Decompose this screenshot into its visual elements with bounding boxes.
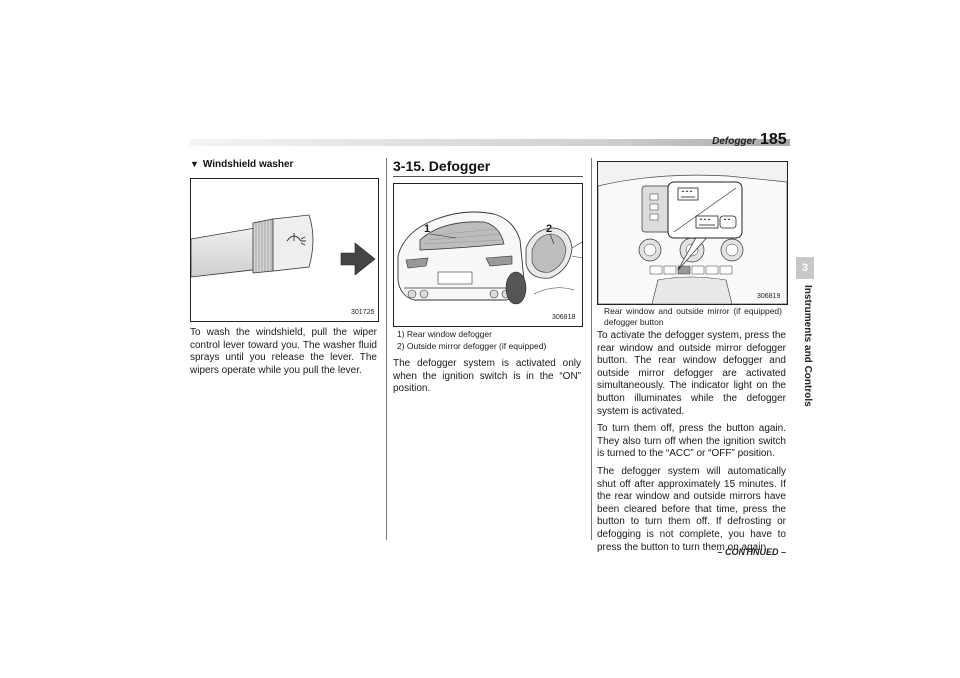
- figure-caption: Rear window and outside mirror (if equip…: [604, 306, 782, 327]
- subheading-marker: ▼: [190, 159, 199, 169]
- column-divider: [591, 158, 592, 540]
- car-rear-illustration: [397, 211, 582, 305]
- legend-item: 2) Outside mirror defogger (if equipped): [397, 340, 547, 351]
- paragraph: The defogger system is activated only wh…: [393, 358, 581, 395]
- continued-marker: – CONTINUED –: [717, 547, 786, 557]
- subheading-text: Windshield washer: [202, 159, 294, 170]
- wiper-lever-illustration: [191, 214, 376, 278]
- paragraph: To wash the windshield, pull the wiper c…: [190, 327, 377, 376]
- figure-number: 306819: [757, 293, 781, 300]
- paragraph: To turn them off, press the button again…: [597, 423, 786, 460]
- paragraph: The defogger system will automatically s…: [597, 465, 786, 553]
- chapter-tab: 3: [796, 257, 814, 279]
- figure-number: 301725: [351, 309, 375, 316]
- wiper-lever-figure: 301725: [190, 178, 379, 322]
- callout-1: 1: [424, 223, 431, 235]
- section-heading: 3-15. Defogger: [393, 158, 491, 174]
- subheading: ▼Windshield washer: [190, 159, 293, 170]
- washer-instructions: To wash the windshield, pull the wiper c…: [190, 327, 377, 382]
- legend-item: 1) Rear window defogger: [397, 329, 492, 339]
- figure-number: 306818: [552, 314, 576, 321]
- header-bar: [190, 139, 790, 146]
- rear-defogger-figure: 1 2 306818: [393, 183, 583, 327]
- callout-2: 2: [546, 223, 553, 235]
- heading-rule: [393, 176, 583, 177]
- defogger-intro: The defogger system is activated only wh…: [393, 358, 581, 401]
- column-divider: [386, 158, 387, 540]
- dashboard-figure: 306819: [597, 161, 788, 305]
- chapter-title: Instruments and Controls: [802, 285, 813, 407]
- paragraph: To activate the defogger system, press t…: [597, 330, 786, 417]
- dashboard-illustration: [598, 162, 787, 304]
- defogger-instructions: To activate the defogger system, press t…: [597, 330, 786, 559]
- page-number: 185: [760, 131, 787, 148]
- figure-legend: 1) Rear window defogger 2) Outside mirro…: [397, 329, 546, 352]
- running-header: Defogger: [712, 136, 756, 147]
